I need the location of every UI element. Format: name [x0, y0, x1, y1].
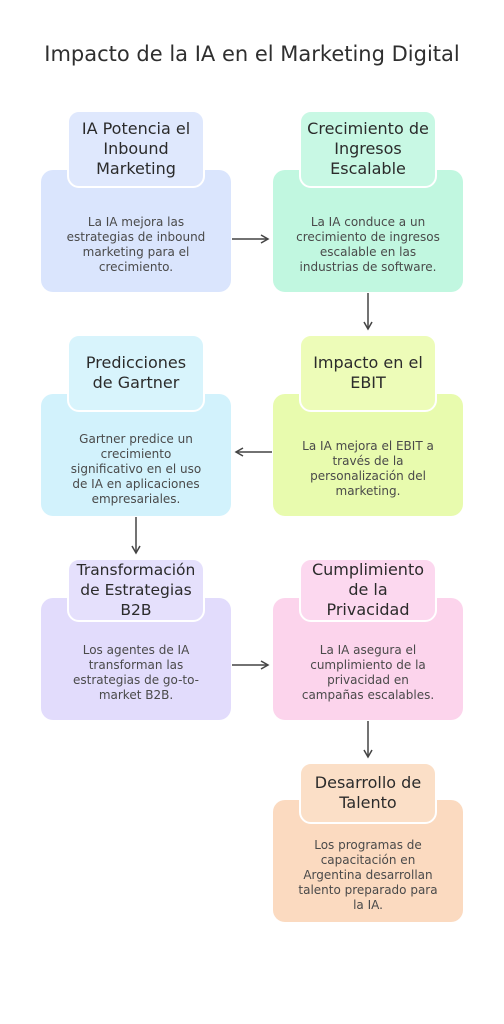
step-scalable-revenue-body: La IA conduce a un crecimiento de ingres… [273, 170, 463, 292]
step-scalable-revenue-title: Crecimiento de Ingresos Escalable [299, 110, 437, 188]
step-gartner-predictions-body: Gartner predice un crecimiento significa… [41, 394, 231, 516]
step-talent-development: Los programas de capacitación en Argenti… [273, 762, 463, 922]
page-title: Impacto de la IA en el Marketing Digital [44, 42, 460, 66]
step-privacy-compliance: La IA asegura el cumplimiento de la priv… [273, 558, 463, 720]
step-ebit-impact: La IA mejora el EBIT a través de la pers… [273, 334, 463, 516]
step-inbound-marketing: La IA mejora las estrategias de inbound … [41, 110, 231, 292]
step-talent-development-title: Desarrollo de Talento [299, 762, 437, 824]
step-privacy-compliance-title: Cumplimiento de la Privacidad [299, 558, 437, 622]
step-inbound-marketing-body: La IA mejora las estrategias de inbound … [41, 170, 231, 292]
step-scalable-revenue: La IA conduce a un crecimiento de ingres… [273, 110, 463, 292]
step-ebit-impact-body: La IA mejora el EBIT a través de la pers… [273, 394, 463, 516]
step-gartner-predictions-title: Predicciones de Gartner [67, 334, 205, 412]
step-b2b-transformation: Los agentes de IA transforman las estrat… [41, 558, 231, 720]
step-ebit-impact-title: Impacto en el EBIT [299, 334, 437, 412]
step-b2b-transformation-title: Transformación de Estrategias B2B [67, 558, 205, 622]
step-gartner-predictions: Gartner predice un crecimiento significa… [41, 334, 231, 516]
step-inbound-marketing-title: IA Potencia el Inbound Marketing [67, 110, 205, 188]
